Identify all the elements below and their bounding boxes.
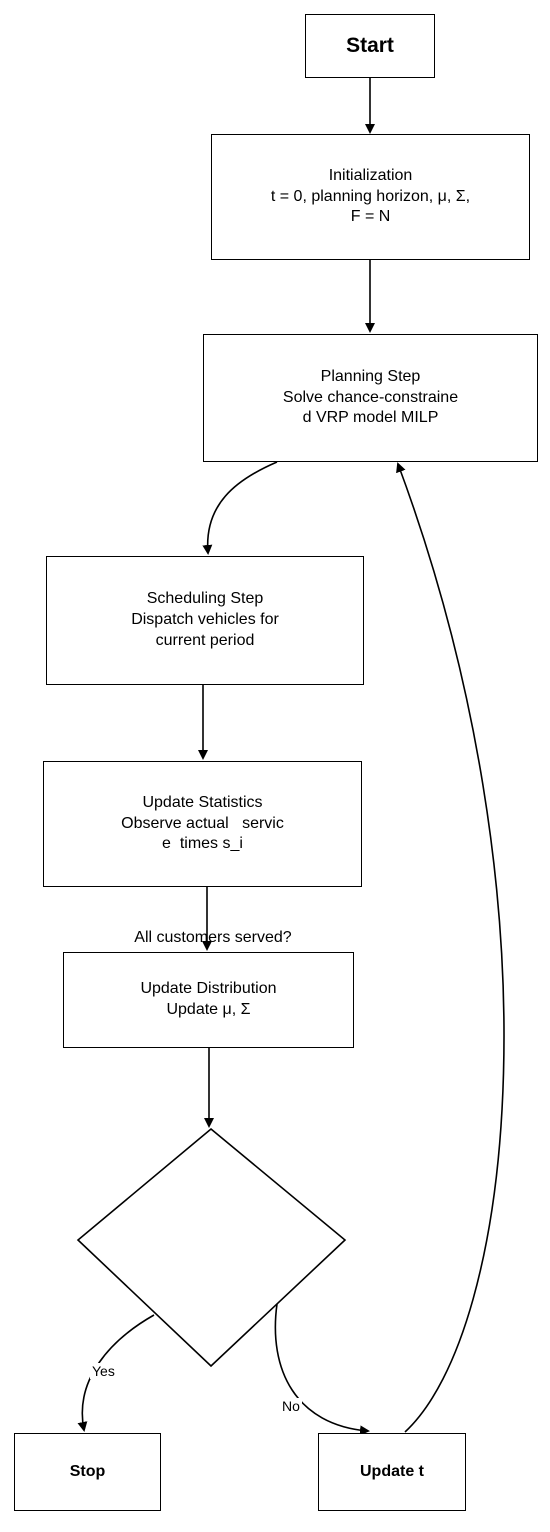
initialization-node: Initialization t = 0, planning horizon, …	[211, 134, 530, 260]
planning-step-title: Planning Step	[320, 367, 421, 385]
update-distribution-node: Update Distribution Update μ, Σ	[63, 952, 354, 1048]
planning-step-line-2: Solve chance-constraine	[282, 388, 459, 406]
update-statistics-line-2: Observe actual servic	[121, 814, 284, 832]
update-t-node: Update t	[318, 1433, 466, 1511]
start-label: Start	[346, 34, 394, 58]
scheduling-step-title: Scheduling Step	[146, 590, 264, 608]
scheduling-step-node: Scheduling Step Dispatch vehicles for cu…	[46, 556, 364, 685]
arrow-update-t-to-planning	[396, 462, 505, 1433]
update-statistics-line-3: e times s_i	[162, 835, 243, 853]
update-statistics-title: Update Statistics	[142, 793, 263, 811]
update-distribution-title: Update Distribution	[140, 980, 277, 998]
planning-step-node: Planning Step Solve chance-constraine d …	[203, 334, 538, 462]
decision-label: All customers served?	[134, 929, 292, 946]
update-statistics-node: Update Statistics Observe actual servic …	[43, 761, 362, 887]
initialization-fleet: F = N	[350, 208, 391, 226]
scheduling-step-line-2: Dispatch vehicles for	[131, 611, 279, 629]
yes-edge-label: Yes	[90, 1363, 117, 1379]
update-t-label: Update t	[360, 1462, 424, 1480]
arrow-planning-to-scheduling	[202, 461, 278, 555]
planning-step-line-3: d VRP model MILP	[302, 409, 439, 427]
initialization-title: Initialization	[328, 166, 413, 184]
stop-node: Stop	[14, 1433, 161, 1511]
initialization-params: t = 0, planning horizon, μ, Σ,	[270, 187, 471, 205]
decision-diamond	[76, 1127, 347, 1368]
stop-label: Stop	[69, 1462, 106, 1480]
arrow-decision-to-update-t	[274, 1303, 370, 1436]
no-edge-label: No	[280, 1398, 302, 1414]
update-distribution-line-2: Update μ, Σ	[166, 1001, 251, 1018]
start-node: Start	[305, 14, 435, 78]
scheduling-step-line-3: current period	[155, 631, 255, 649]
